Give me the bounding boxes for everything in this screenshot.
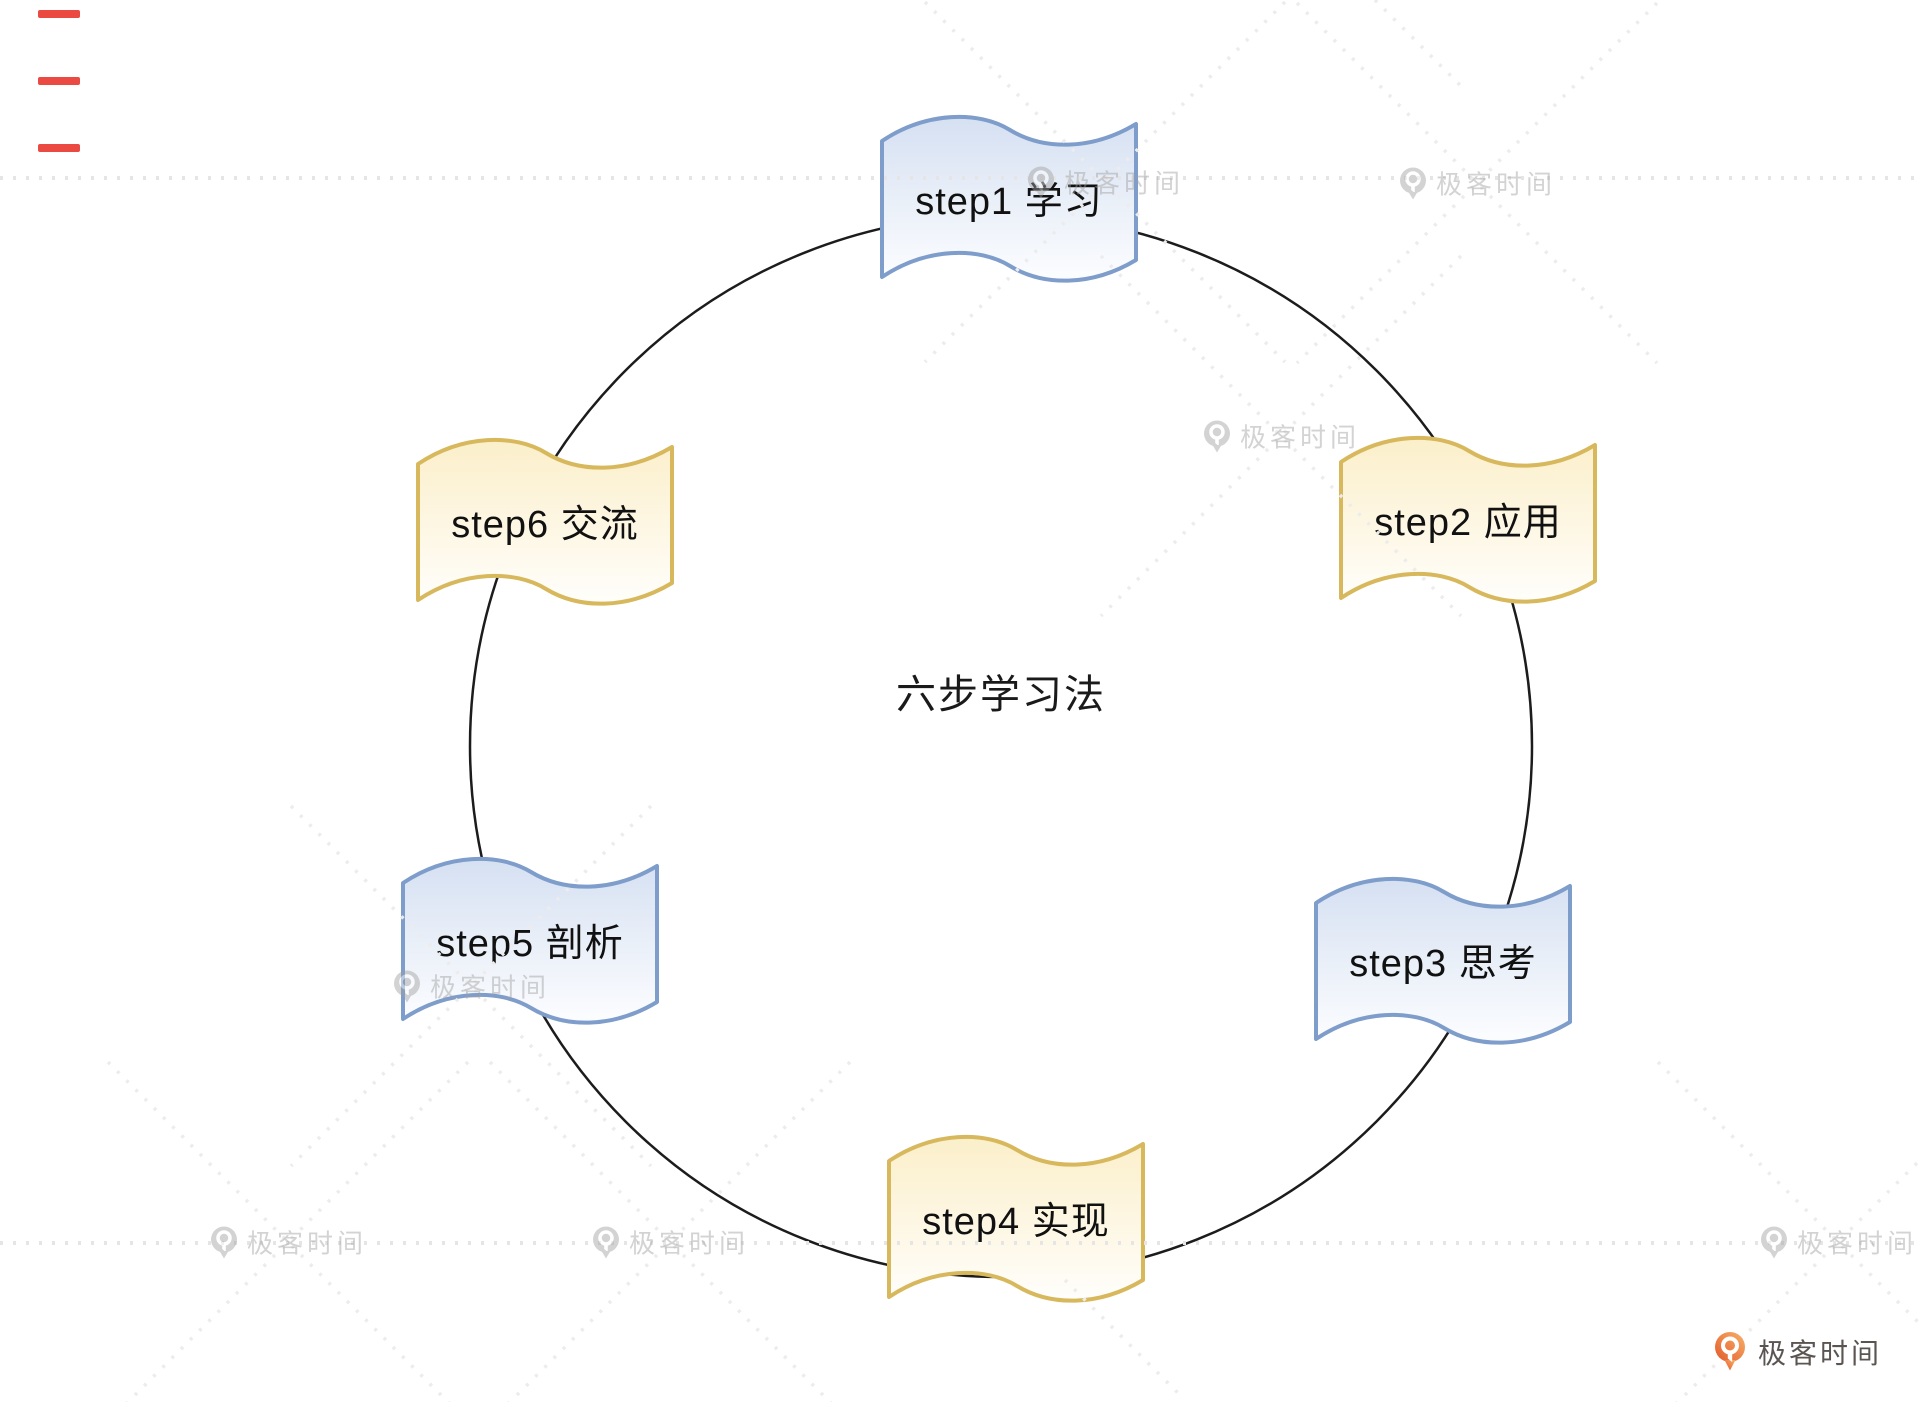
- flag-step5-label: step5 剖析: [436, 922, 624, 965]
- flag-step1-label: step1 学习: [915, 180, 1103, 223]
- flag-step1: step1 学习: [877, 109, 1141, 293]
- watermark-text: 极客时间: [1063, 168, 1185, 199]
- geektime-watermark-icon: [210, 1226, 237, 1258]
- geektime-watermark-icon: [393, 970, 420, 1002]
- flag-shape-icon: [1314, 876, 1572, 1045]
- flag-shape-icon: [416, 437, 674, 606]
- watermark: 极客时间: [1398, 165, 1556, 202]
- geektime-watermark-icon: [1760, 1226, 1787, 1258]
- flag-step4: step4 实现: [884, 1129, 1148, 1313]
- page-marker-dash: [38, 144, 80, 152]
- flag-step6-label: step6 交流: [451, 503, 639, 546]
- watermark-text: 极客时间: [429, 972, 551, 1003]
- watermark-text: 极客时间: [628, 1228, 750, 1259]
- geektime-watermark-icon: [1203, 420, 1230, 452]
- watermark: 极客时间: [591, 1224, 749, 1261]
- flag-step3-label: step3 思考: [1349, 942, 1537, 985]
- watermark: 极客时间: [1026, 164, 1184, 201]
- brand-name: 极客时间: [1758, 1338, 1883, 1369]
- watermark: 极客时间: [1759, 1224, 1917, 1261]
- flag-step2: step2 应用: [1336, 430, 1600, 614]
- watermark-text: 极客时间: [1796, 1228, 1918, 1259]
- brand-footer: 极客时间: [1712, 1330, 1882, 1374]
- flag-step3: step3 思考: [1311, 871, 1575, 1055]
- diagram-title: 六步学习法: [896, 673, 1106, 717]
- flag-step6: step6 交流: [413, 432, 677, 616]
- geektime-watermark-icon: [592, 1226, 619, 1258]
- watermark-text: 极客时间: [1239, 422, 1361, 453]
- watermark: 极客时间: [392, 968, 550, 1005]
- watermark: 极客时间: [1202, 418, 1360, 455]
- watermark-text: 极客时间: [246, 1228, 368, 1259]
- geektime-watermark-icon: [1027, 166, 1054, 198]
- flag-step5: step5 剖析: [398, 851, 662, 1035]
- watermark: 极客时间: [209, 1224, 367, 1261]
- page-marker-dash: [38, 77, 80, 85]
- flag-step4-label: step4 实现: [922, 1200, 1110, 1243]
- geektime-logo-icon: [1715, 1332, 1745, 1371]
- watermark-text: 极客时间: [1435, 169, 1557, 200]
- page-marker-dash: [38, 10, 80, 18]
- geektime-watermark-icon: [1399, 167, 1426, 199]
- flag-step2-label: step2 应用: [1374, 501, 1562, 544]
